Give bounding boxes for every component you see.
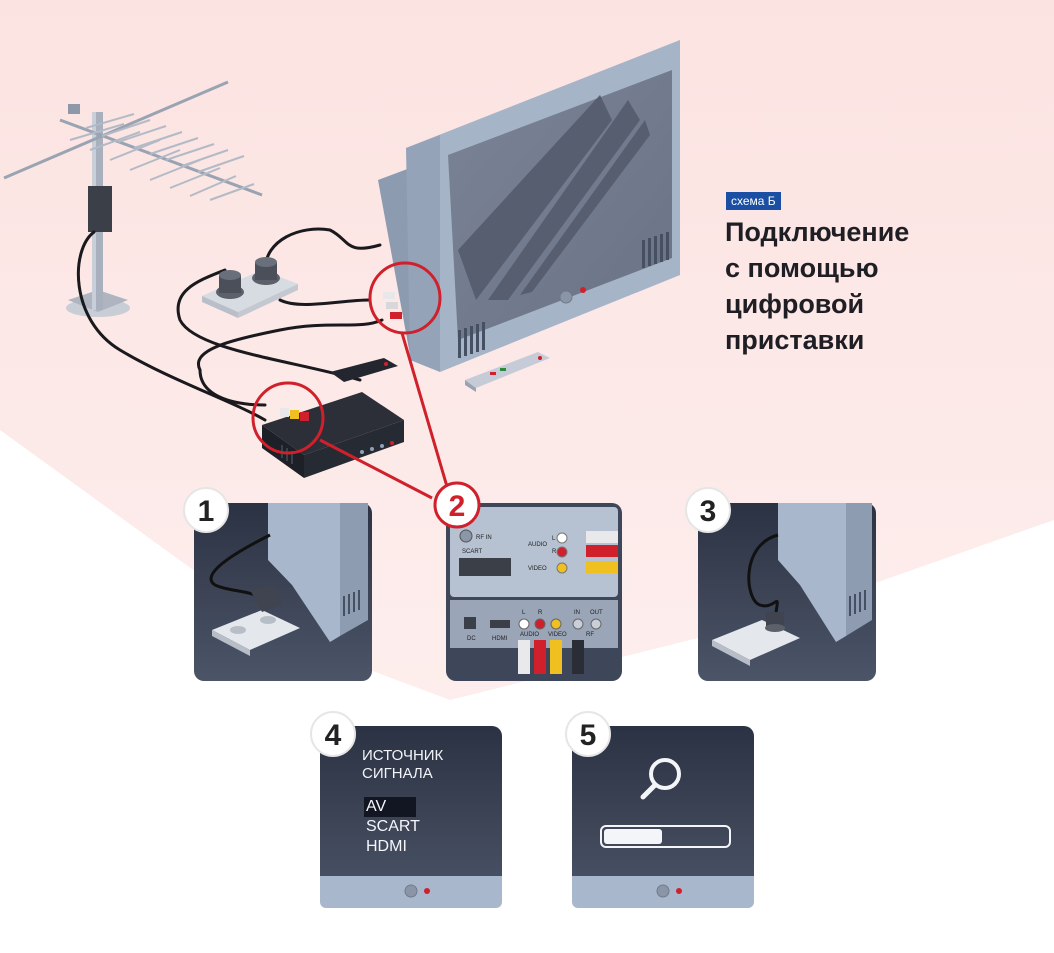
set-top-box: [262, 358, 404, 478]
label-audio-box: AUDIO: [520, 632, 539, 638]
label-l-box: L: [522, 610, 526, 616]
label-hdmi: HDMI: [492, 636, 508, 642]
page-title: Подключение с помощью цифровой приставки: [725, 214, 1025, 358]
signal-source-title: ИСТОЧНИК СИГНАЛА: [362, 747, 443, 783]
search-icon: [640, 758, 681, 800]
menu-option-hdmi[interactable]: HDMI: [366, 838, 407, 855]
menu-title-line: СИГНАЛА: [362, 765, 433, 782]
tv: [378, 40, 680, 372]
step-5-badge: [565, 711, 611, 757]
step-1-number: 1: [198, 495, 215, 528]
scheme-tag: схема Б: [726, 192, 781, 210]
step-2-number: 2: [449, 490, 466, 523]
label-scart: SCART: [462, 549, 483, 555]
progress-bar-track: [600, 825, 731, 848]
label-r-box: R: [538, 610, 543, 616]
label-in: IN: [574, 610, 580, 616]
rca-plugs: [280, 292, 402, 421]
callout-markers: [251, 261, 450, 500]
label-rf: RF: [586, 632, 594, 638]
cables: [76, 227, 384, 422]
label-r-tv: R: [552, 549, 557, 555]
step-5-number: 5: [580, 719, 597, 752]
step-3-badge: [685, 487, 731, 533]
title-line: с помощью: [725, 253, 879, 283]
menu-option-av[interactable]: AV: [364, 797, 416, 817]
label-video-box: VIDEO: [548, 632, 567, 638]
signal-source-options: AV SCART HDMI: [364, 797, 420, 857]
panel-step-2: RF IN SCART AUDIO VIDEO L R DC HDMI L R …: [446, 503, 622, 681]
label-audio-tv: AUDIO: [528, 542, 547, 548]
menu-option-scart[interactable]: SCART: [366, 818, 420, 835]
label-rf-in: RF IN: [476, 535, 492, 541]
panel-step-4: [320, 726, 502, 908]
menu-title-line: ИСТОЧНИК: [362, 747, 444, 764]
antenna: [3, 80, 263, 317]
label-video-tv: VIDEO: [528, 566, 547, 572]
tv-remote: [465, 352, 550, 392]
title-line: Подключение: [725, 217, 910, 247]
step-1-badge: [183, 487, 229, 533]
step-4-badge: [310, 711, 356, 757]
label-dc: DC: [467, 636, 476, 642]
step-2-badge: [433, 481, 481, 529]
step-3-number: 3: [700, 495, 717, 528]
panel-step-5: [572, 726, 754, 908]
power-outlet: [202, 257, 298, 318]
label-out: OUT: [590, 610, 603, 616]
title-line: цифровой: [725, 289, 865, 319]
step-4-number: 4: [325, 719, 342, 752]
panel-step-3: [698, 503, 876, 681]
title-line: приставки: [725, 325, 865, 355]
label-l-tv: L: [552, 536, 556, 542]
progress-bar-fill: [604, 829, 662, 844]
panel-step-1: [194, 503, 372, 681]
